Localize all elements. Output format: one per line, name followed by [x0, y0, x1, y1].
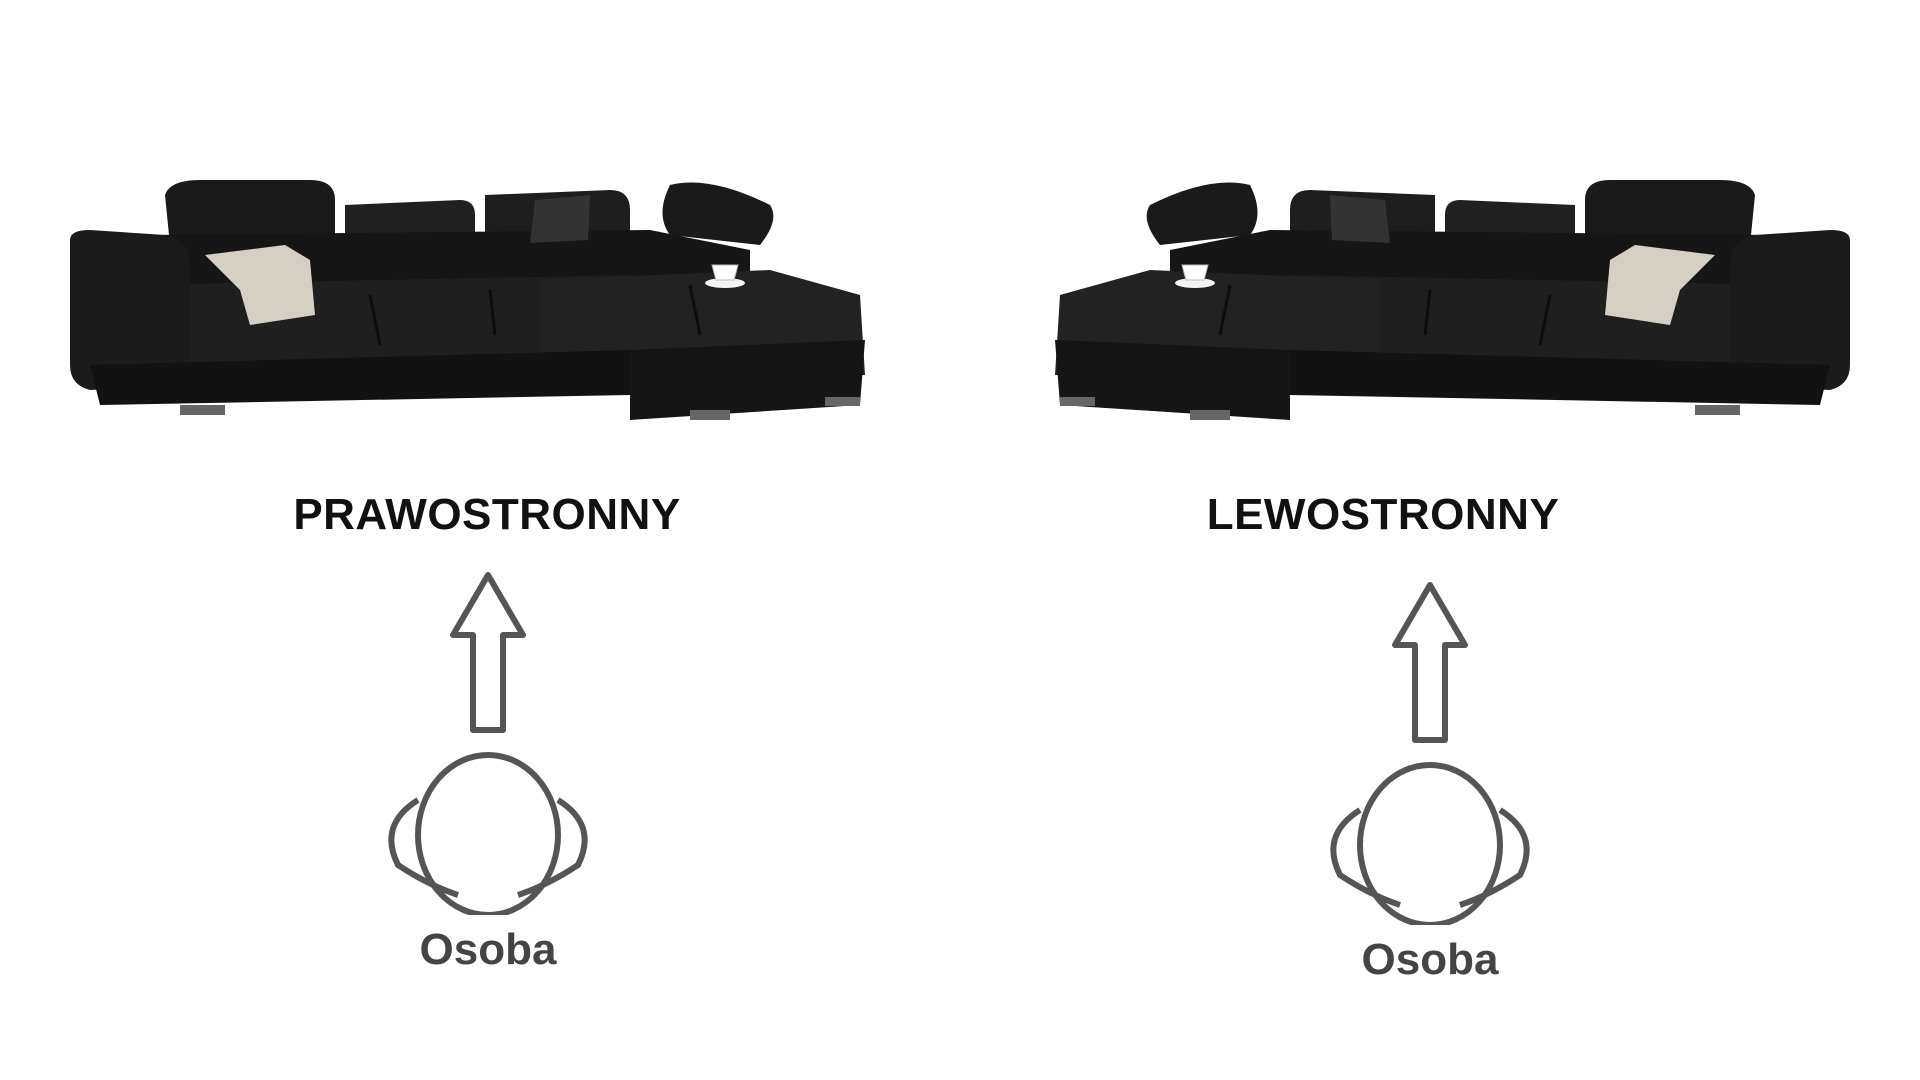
person-orientation-diagram: Osoba	[1300, 575, 1560, 1005]
arrow-up-icon	[1392, 582, 1468, 743]
person-diagram-graphic	[1330, 582, 1530, 928]
corner-sofa-image	[70, 180, 865, 420]
person-head-icon	[388, 752, 588, 918]
orientation-label: PRAWOSTRONNY	[293, 490, 681, 539]
person-diagram-graphic	[388, 572, 588, 918]
arrow-up-icon	[450, 572, 526, 733]
person-caption: Osoba	[419, 925, 557, 974]
panel-left-sided: LEWOSTRONNY Osoba	[960, 0, 1920, 1080]
orientation-label: LEWOSTRONNY	[1206, 490, 1560, 539]
person-head-icon	[1330, 762, 1530, 928]
person-orientation-diagram: Osoba	[358, 565, 618, 995]
person-caption: Osoba	[1361, 935, 1499, 984]
corner-sofa-image	[1055, 180, 1850, 420]
panel-right-sided: PRAWOSTRONNY Osoba	[70, 180, 865, 995]
